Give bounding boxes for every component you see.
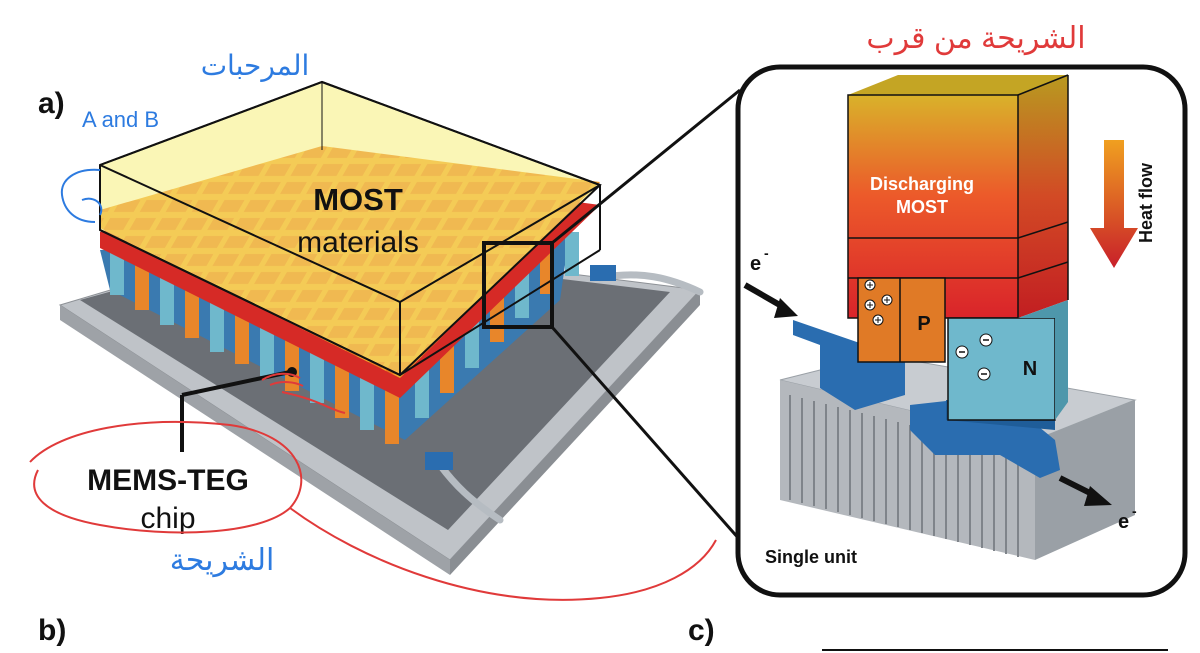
mems-title: MEMS-TEG	[87, 464, 249, 497]
most-column-front	[848, 95, 1018, 318]
n-label: N	[1023, 358, 1037, 380]
blue-bracket	[60, 168, 103, 223]
electron-out-label: e	[1118, 511, 1129, 533]
electron-in-sup: -	[764, 245, 769, 261]
hole-plus-signs	[867, 282, 890, 323]
most-top-edge	[1017, 74, 1069, 96]
zoom-square	[482, 241, 554, 329]
single-unit-label: Single unit	[765, 547, 857, 567]
discharging-label-1: Discharging	[870, 174, 974, 194]
heat-sink-fins	[789, 395, 1019, 557]
panel-label-c: c)	[688, 614, 715, 647]
panel-label-a: a)	[38, 87, 65, 120]
wire-bottom	[436, 461, 504, 524]
p-label: P	[917, 313, 930, 335]
electron-in-arrowhead	[774, 298, 798, 318]
zoom-line-bottom	[550, 326, 742, 541]
annotation-arabic-bottom-left: الشريحة	[170, 544, 275, 577]
zoom-line-top	[551, 88, 741, 245]
electrode-left	[793, 320, 905, 410]
base-plate-side	[60, 305, 450, 575]
device-illustration: MOST materials MEMS-TEG chip	[58, 80, 742, 575]
red-scribble-near-dot	[261, 372, 304, 387]
heat-flow-label: Heat flow	[1136, 162, 1156, 243]
handwritten-annotations	[29, 168, 717, 601]
connector-pad-right	[590, 265, 616, 281]
most-title: MOST	[313, 182, 403, 217]
red-underline-left	[281, 391, 346, 414]
p-leg-front	[857, 277, 946, 363]
discharging-label-2: MOST	[896, 197, 948, 217]
electron-out-arrowhead	[1084, 486, 1112, 506]
electron-minus-signs	[959, 339, 989, 375]
heat-flow-arrow	[1090, 140, 1138, 268]
red-loop-around-mems	[29, 420, 717, 601]
panel-label-b: b)	[38, 614, 66, 647]
most-band-line-3	[1017, 221, 1069, 239]
heat-sink-side	[1035, 400, 1135, 560]
annotation-arabic-top-right: الشريحة من قرب	[866, 22, 1085, 55]
mems-subtitle: chip	[140, 502, 195, 535]
most-column-side	[1018, 75, 1068, 318]
most-box	[99, 80, 602, 377]
electron-in-label: e	[750, 253, 761, 275]
annotation-arabic-top-left: المرحبات	[201, 50, 310, 82]
annotation-a-and-b: A and B	[82, 107, 159, 132]
base-plate-side-right	[450, 290, 700, 575]
most-subtitle: materials	[297, 226, 419, 259]
most-column-top	[848, 75, 1068, 95]
electron-out-sup: -	[1132, 503, 1137, 519]
most-band-line-4	[1017, 261, 1069, 279]
connector-pad-bottom	[425, 452, 453, 470]
n-leg-front	[947, 317, 1056, 421]
single-unit-inset: Discharging MOST P N e	[735, 64, 1188, 598]
n-leg-side	[1018, 300, 1068, 420]
